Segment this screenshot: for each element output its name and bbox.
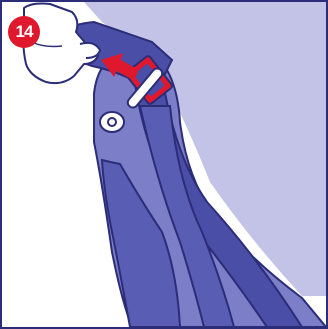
instruction-illustration bbox=[2, 2, 326, 327]
step-number: 14 bbox=[16, 22, 33, 42]
release-button-icon bbox=[100, 112, 124, 132]
step-number-badge: 14 bbox=[8, 16, 40, 48]
